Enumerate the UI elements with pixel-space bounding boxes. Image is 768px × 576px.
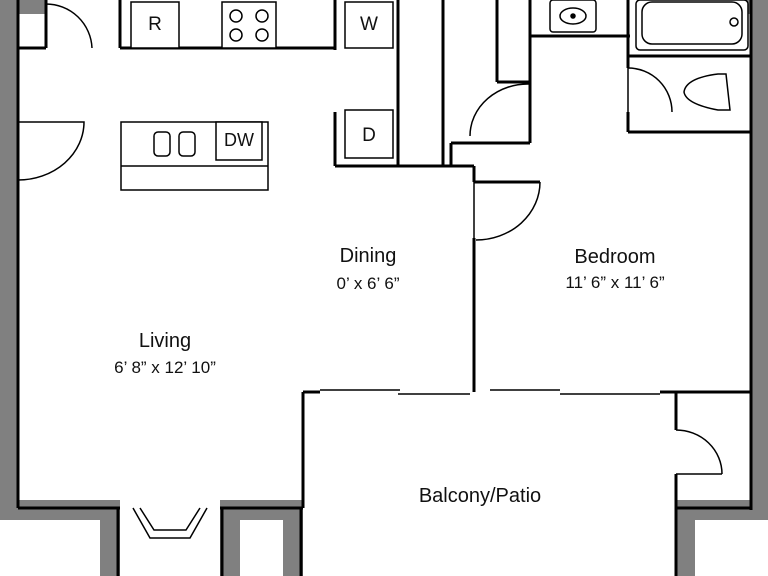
sink-right [178,131,196,157]
washer-label: W [360,14,378,35]
toilet [683,73,731,111]
room-dims-bedroom: 11’ 6” x 11’ 6” [565,273,665,292]
room-label-bedroom: Bedroom [574,246,656,268]
dishwasher-label: DW [224,130,254,150]
interior-walls [16,0,753,576]
door-swings [17,3,723,475]
washer [344,1,394,49]
fixtures [120,0,749,539]
room-label-balcony: Balcony/Patio [418,485,542,507]
room-dims-living: 6’ 8” x 12’ 10” [114,358,216,377]
room-label-dining: Dining [339,245,397,267]
room-label-living: Living [138,330,192,352]
room-dims-dining: 0’ x 6’ 6” [336,274,400,293]
stove [221,1,277,49]
refrigerator-label: R [148,14,162,35]
dryer [344,109,394,159]
dishwasher [215,121,263,161]
sliding-doors [320,389,660,395]
bay-window [132,507,208,539]
dryer-label: D [362,125,376,146]
refrigerator [130,1,180,49]
sink-left [153,131,171,157]
